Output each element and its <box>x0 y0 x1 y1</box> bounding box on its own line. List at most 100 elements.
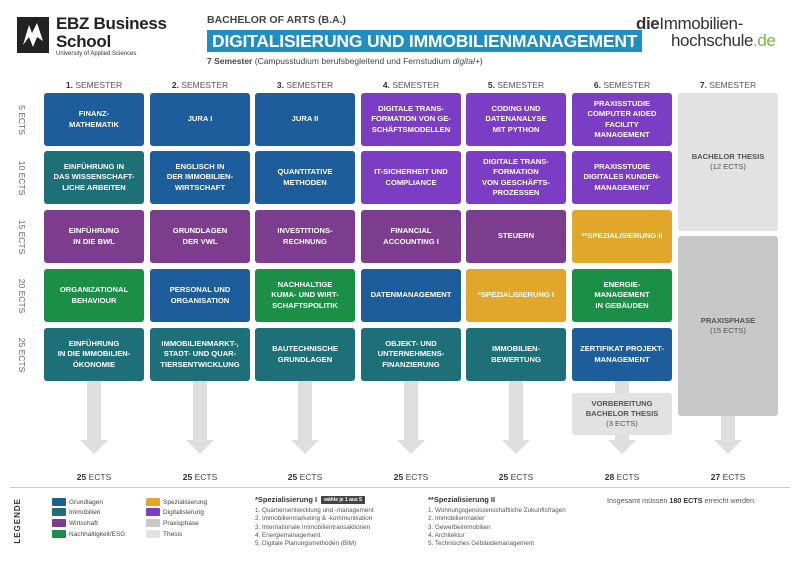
legend-label: Spezialisierung <box>163 498 208 506</box>
total-number: 25 <box>287 472 298 482</box>
legend-swatch <box>146 530 160 538</box>
semester-total: 25 ECTS <box>255 472 355 482</box>
spec-list-item: 1. Quartiersentwicklung und -management <box>255 507 374 514</box>
arrow-head <box>80 440 108 454</box>
bachelor-thesis-title: BACHELOR THESIS <box>691 151 765 161</box>
thesis-prep-ects: (3 ECTS) <box>606 419 638 429</box>
spec-list-item: 5. Digitale Planungsmethoden (BIM) <box>255 540 357 548</box>
legend-divider <box>10 487 790 488</box>
legend-swatch <box>52 519 66 527</box>
arrow-shaft <box>298 380 312 440</box>
arrow-head <box>714 440 742 454</box>
legend-label: Digitalisierung <box>163 508 204 516</box>
semester-number: 6. <box>593 80 601 90</box>
total-ects-note: Insgesamt müssen 180 ECTS erreicht werde… <box>607 496 757 505</box>
spec1-badge: wähle je 1 aus 5 <box>321 496 365 505</box>
legend-swatch <box>52 508 66 516</box>
total-number: 28 <box>604 472 615 482</box>
semester-total: 28 ECTS <box>572 472 672 482</box>
praxisphase-box: PRAXISPHASE(15 ECTS) <box>678 236 778 416</box>
arrow-shaft <box>87 380 101 440</box>
spec-list-item: 4. Architektur <box>428 531 465 539</box>
spec-list-item: 3. Internationale Immobilientransaktione… <box>255 523 371 531</box>
semester-total: 25 ECTS <box>44 472 144 482</box>
arrow-head <box>502 440 530 454</box>
ects-row-label: 25 ECTS <box>17 337 27 372</box>
legend-item: Immobilien <box>52 508 100 516</box>
semester-number: 5. <box>487 80 495 90</box>
semester-label: SEMESTER <box>178 80 229 90</box>
ects-row-label: 15 ECTS <box>17 219 27 254</box>
legend-swatch <box>52 530 66 538</box>
legend-swatch <box>146 498 160 506</box>
semester-header-2: 2. SEMESTER <box>150 80 250 90</box>
module-box: JURA I <box>150 93 250 146</box>
legend-label: Immobilien <box>69 508 101 516</box>
spec-list-item: 2. Immobilienmarketing & -kommunikation <box>255 515 373 523</box>
page-title: DIGITALISIERUNG UND IMMOBILIENMANAGEMENT <box>207 30 643 52</box>
total-unit: ECTS <box>720 472 746 482</box>
semester-header-4: 4. SEMESTER <box>361 80 461 90</box>
module-box: JURA II <box>255 93 355 146</box>
logo-line1: EBZ Business <box>56 14 167 33</box>
semester-label: SEMESTER <box>283 80 334 90</box>
semester-header-1: 1. SEMESTER <box>44 80 144 90</box>
arrow-shaft <box>193 380 207 440</box>
total-number: 25 <box>498 472 509 482</box>
total-unit: ECTS <box>86 472 112 482</box>
legend-label: Praxisphase <box>163 519 199 527</box>
semester-number: 1. <box>65 80 73 90</box>
bachelor-thesis-ects: (12 ECTS) <box>710 162 746 171</box>
degree-label: BACHELOR OF ARTS (B.A.) <box>207 14 347 26</box>
semester-total: 25 ECTS <box>361 472 461 482</box>
module-box: IMMOBILIENMARKT-,STADT- UND QUAR-TIERSEN… <box>150 328 250 381</box>
module-box: INVESTITIONS-RECHNUNG <box>255 210 355 263</box>
legend-item: Thesis <box>146 530 182 538</box>
legend-item: Nachhaltigkeit/ESG <box>52 530 125 538</box>
semester-number: 7. <box>699 80 707 90</box>
arrow-shaft <box>404 380 418 440</box>
total-number: 25 <box>76 472 87 482</box>
spec-list-item: 1. Wohnungsgenossenschaftliche Zukunftsf… <box>428 507 566 514</box>
module-box: ZERTIFIKAT PROJEKT-MANAGEMENT <box>572 328 672 381</box>
arrow-head <box>186 440 214 454</box>
praxisphase-ects: (15 ECTS) <box>710 326 746 335</box>
spec-list-item: 5. Technisches Gebäudemanagement <box>428 540 534 548</box>
semester-header-3: 3. SEMESTER <box>255 80 355 90</box>
module-box: FINANZ-MATHEMATIK <box>44 93 144 146</box>
spec-list-item: 3. Gewerbeimmobilien <box>428 523 491 531</box>
logo-line3: University of Applied Sciences <box>56 51 137 57</box>
semester-total: 27 ECTS <box>678 472 778 482</box>
arrow-head <box>291 440 319 454</box>
semester-header-7: 7. SEMESTER <box>678 80 778 90</box>
total-unit: ECTS <box>192 472 218 482</box>
logo-line2: School <box>56 32 111 51</box>
module-box: STEUERN <box>466 210 566 263</box>
total-number: 25 <box>393 472 404 482</box>
module-box: DIGITALE TRANS-FORMATION VON GE-SCHÄFTSM… <box>361 93 461 146</box>
semester-number: 2. <box>171 80 179 90</box>
legend-item: Spezialisierung <box>146 498 207 506</box>
right-logo-line2: hochschule.de <box>671 31 776 50</box>
semester-label: SEMESTER <box>600 80 651 90</box>
ects-row-label: 20 ECTS <box>17 278 27 313</box>
legend-item: Wirtschaft <box>52 519 98 527</box>
praxisphase-title: PRAXISPHASE <box>700 315 756 325</box>
legend-label: Thesis <box>163 530 183 538</box>
semester-label: SEMESTER <box>389 80 440 90</box>
module-box: **SPEZIALISIERUNG II <box>572 210 672 263</box>
